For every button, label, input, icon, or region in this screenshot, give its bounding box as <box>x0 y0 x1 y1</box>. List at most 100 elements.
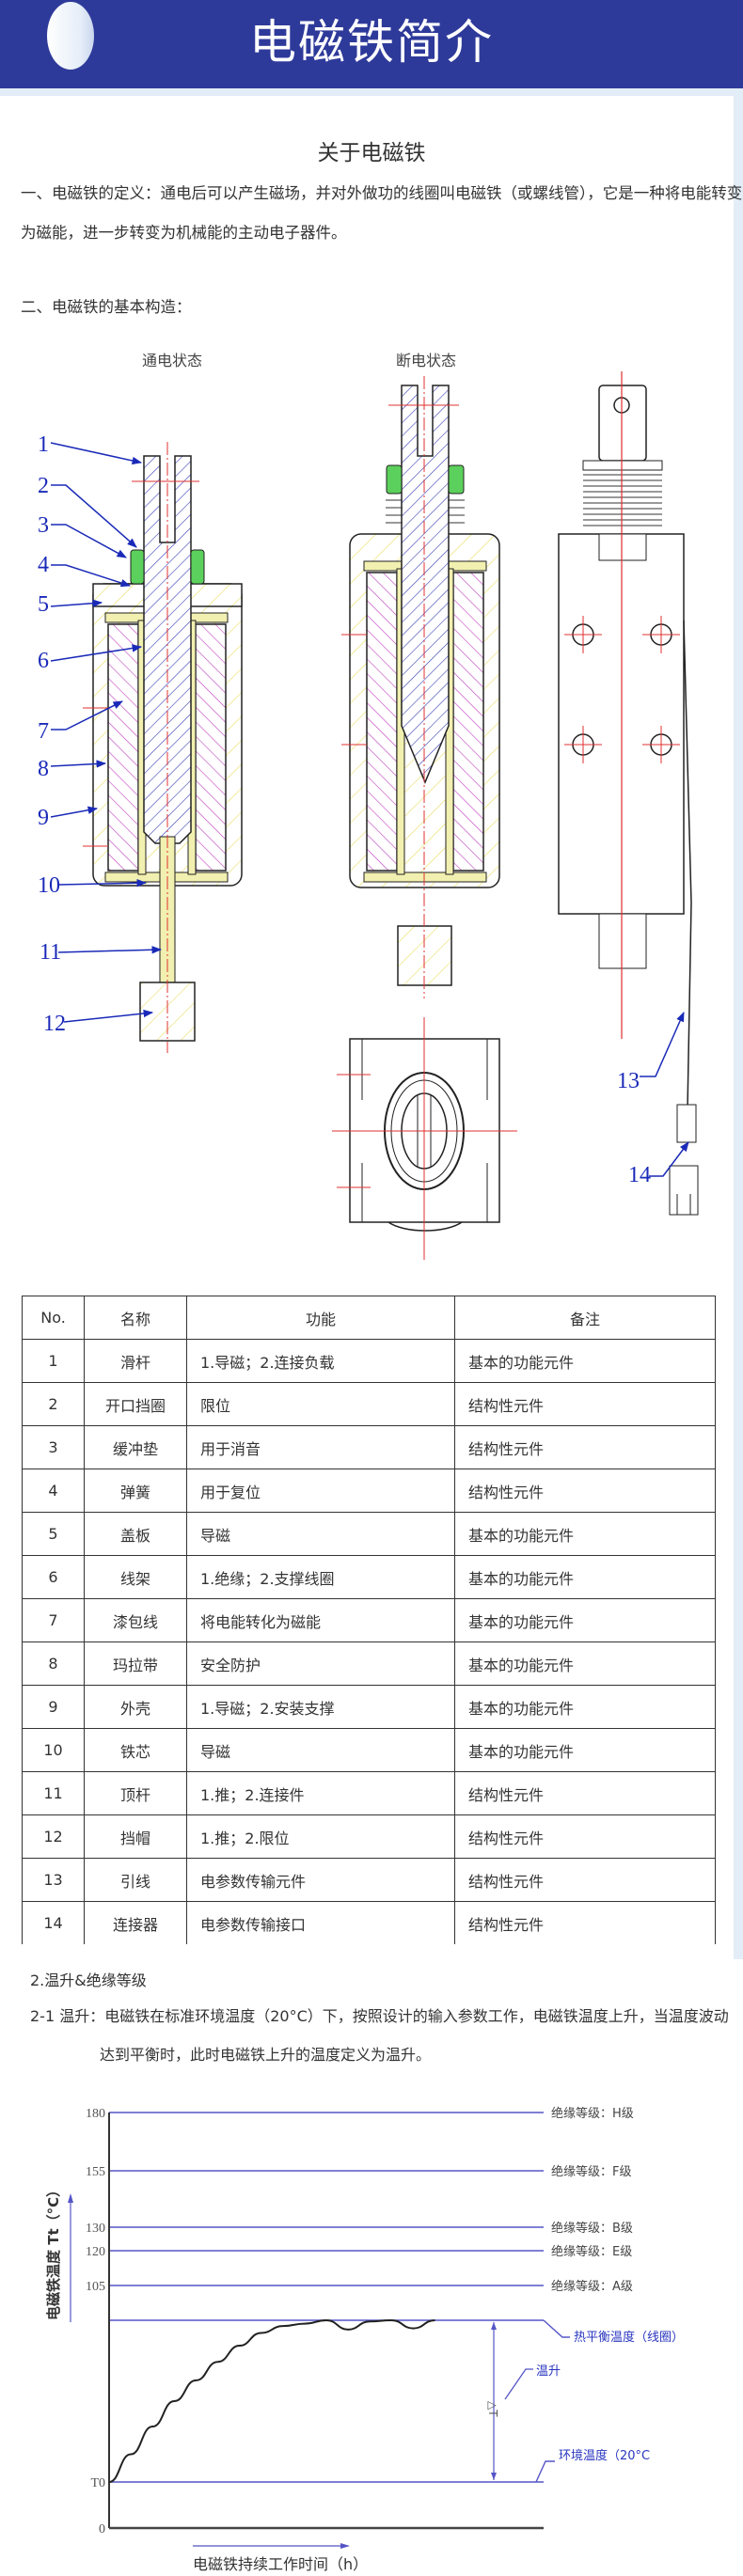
header-shadow-band <box>0 88 743 96</box>
cell-no: 11 <box>23 1772 85 1815</box>
delta-t-arrowhead-bottom <box>491 2473 497 2480</box>
cell-function: 用于消音 <box>187 1426 455 1469</box>
cell-function: 1.导磁；2.连接负载 <box>187 1340 455 1383</box>
callout-6: 6 <box>38 649 49 673</box>
definition-line-1: 一、电磁铁的定义：通电后可以产生磁场，并对外做功的线圈叫电磁铁（或螺线管），它是… <box>21 173 742 214</box>
cell-remark: 基本的功能元件 <box>455 1642 716 1686</box>
delta-t-arrowhead-top <box>491 2322 497 2330</box>
cell-no: 7 <box>23 1599 85 1642</box>
solenoid-off-state <box>341 376 499 998</box>
callouts-side-view: 13 14 <box>617 1013 688 1187</box>
y-tick-label: 180 <box>86 2107 105 2121</box>
callout-11: 11 <box>40 940 61 965</box>
cell-no: 3 <box>23 1426 85 1469</box>
callout-2: 2 <box>38 474 49 498</box>
cell-name: 弹簧 <box>85 1469 187 1513</box>
cell-function: 1.绝缘；2.支撑线圈 <box>187 1556 455 1599</box>
temperature-series-line <box>109 2320 435 2482</box>
cell-function: 将电能转化为磁能 <box>187 1599 455 1642</box>
cell-no: 14 <box>23 1902 85 1945</box>
cell-name: 引线 <box>85 1859 187 1902</box>
cell-no: 10 <box>23 1729 85 1772</box>
table-header-row: No. 名称 功能 备注 <box>23 1296 716 1340</box>
section2-line-2: 达到平衡时，此时电磁铁上升的温度定义为温升。 <box>100 2042 431 2065</box>
cell-function: 电参数传输元件 <box>187 1859 455 1902</box>
cell-remark: 结构性元件 <box>455 1902 716 1945</box>
reference-line-label: 绝缘等级：A级 <box>551 2279 633 2294</box>
delta-t-label: △T <box>486 2401 499 2417</box>
cell-remark: 基本的功能元件 <box>455 1340 716 1383</box>
reference-line-label: 绝缘等级：E级 <box>551 2244 632 2259</box>
cell-function: 用于复位 <box>187 1469 455 1513</box>
reference-line-label: 绝缘等级：B级 <box>551 2221 633 2236</box>
cell-remark: 基本的功能元件 <box>455 1599 716 1642</box>
cell-remark: 基本的功能元件 <box>455 1513 716 1556</box>
cell-function: 电参数传输接口 <box>187 1902 455 1945</box>
callout-13: 13 <box>617 1069 640 1093</box>
cell-remark: 结构性元件 <box>455 1426 716 1469</box>
cell-no: 4 <box>23 1469 85 1513</box>
solenoid-on-state <box>83 442 242 1053</box>
cell-no: 8 <box>23 1642 85 1686</box>
x-axis-label: 电磁铁持续工作时间（h） <box>193 2555 368 2573</box>
col-header-remark: 备注 <box>455 1296 716 1340</box>
rise-label: 温升 <box>536 2364 561 2379</box>
cell-remark: 结构性元件 <box>455 1859 716 1902</box>
cell-remark: 结构性元件 <box>455 1469 716 1513</box>
cell-remark: 结构性元件 <box>455 1815 716 1859</box>
y-tick-label: 120 <box>86 2245 105 2259</box>
cell-name: 挡帽 <box>85 1815 187 1859</box>
cell-name: 盖板 <box>85 1513 187 1556</box>
cell-remark: 基本的功能元件 <box>455 1556 716 1599</box>
y-tick-label: 105 <box>86 2280 105 2294</box>
page-title: 电磁铁简介 <box>0 9 743 75</box>
callout-1: 1 <box>38 432 49 457</box>
cell-function: 1.导磁；2.安装支撑 <box>187 1686 455 1729</box>
y-axis-label-arrowhead <box>68 2193 73 2203</box>
reference-line-label: 绝缘等级：F级 <box>551 2164 631 2179</box>
x-axis-label-arrowhead <box>340 2543 350 2549</box>
callout-14: 14 <box>628 1163 651 1187</box>
cell-name: 线架 <box>85 1556 187 1599</box>
section2-line-1: 2-1 温升：电磁铁在标准环境温度（20°C）下，按照设计的输入参数工作，电磁铁… <box>30 2003 729 2026</box>
callout-9: 9 <box>38 806 49 830</box>
cell-name: 铁芯 <box>85 1729 187 1772</box>
cell-no: 9 <box>23 1686 85 1729</box>
callout-7: 7 <box>38 719 49 744</box>
cell-no: 1 <box>23 1340 85 1383</box>
definition-line-2: 为磁能，进一步转变为机械能的主动电子器件。 <box>21 212 347 254</box>
cell-remark: 基本的功能元件 <box>455 1729 716 1772</box>
cell-name: 连接器 <box>85 1902 187 1945</box>
cell-function: 1.推；2.连接件 <box>187 1772 455 1815</box>
cell-name: 外壳 <box>85 1686 187 1729</box>
col-header-name: 名称 <box>85 1296 187 1340</box>
cell-name: 缓冲垫 <box>85 1426 187 1469</box>
rise-leader <box>505 2369 533 2399</box>
y-tick-label: 130 <box>86 2222 105 2236</box>
cell-no: 5 <box>23 1513 85 1556</box>
temperature-rise-chart: 绝缘等级：H级绝缘等级：F级绝缘等级：B级绝缘等级：E级绝缘等级：A级热平衡温度… <box>0 2068 743 2576</box>
cell-remark: 基本的功能元件 <box>455 1686 716 1729</box>
callout-10: 10 <box>38 873 60 898</box>
solenoid-diagram: 1 2 3 4 5 6 7 8 9 10 11 12 <box>0 357 743 1279</box>
cell-function: 安全防护 <box>187 1642 455 1686</box>
cell-remark: 结构性元件 <box>455 1772 716 1815</box>
cell-name: 漆包线 <box>85 1599 187 1642</box>
cell-name: 滑杆 <box>85 1340 187 1383</box>
callout-4: 4 <box>38 553 49 577</box>
cell-no: 12 <box>23 1815 85 1859</box>
cell-function: 限位 <box>187 1383 455 1426</box>
balance-label: 热平衡温度（线圈） <box>574 2330 684 2345</box>
callout-8: 8 <box>38 757 49 781</box>
